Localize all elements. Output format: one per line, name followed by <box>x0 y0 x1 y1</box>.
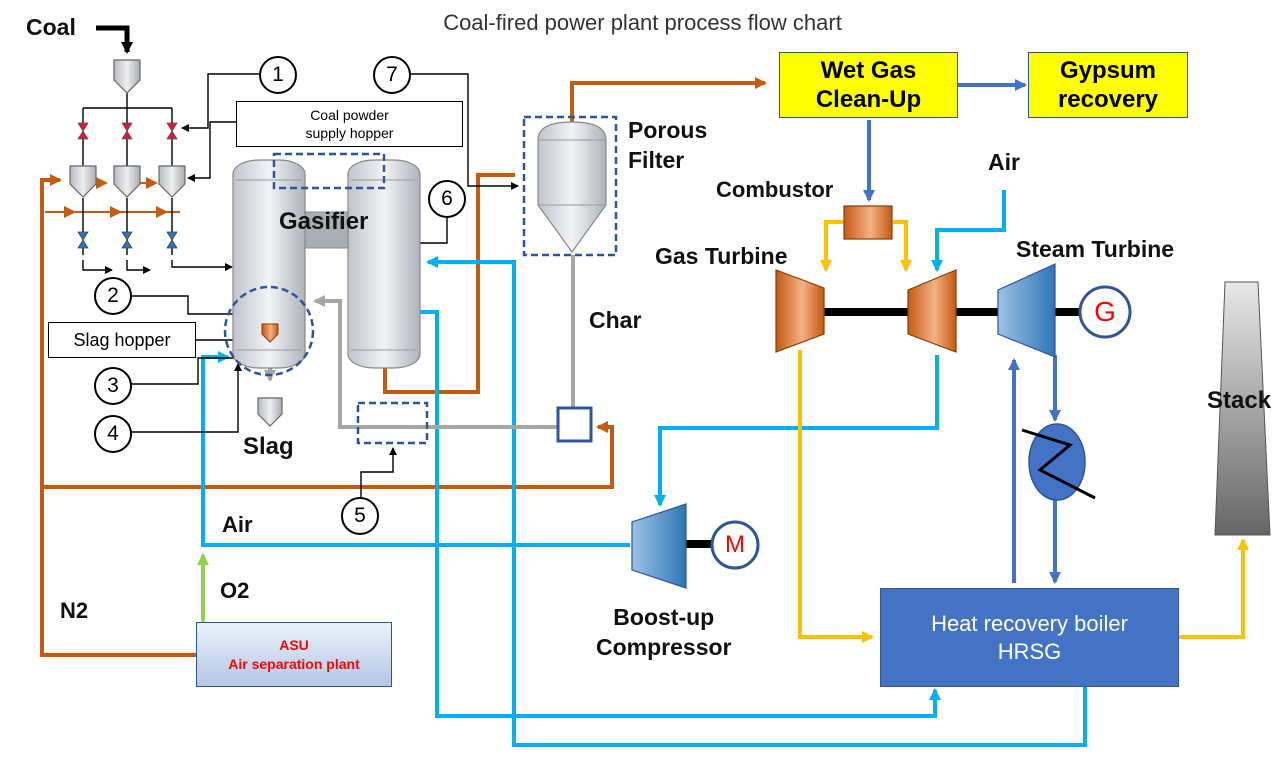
wet-gas-line1: Wet Gas <box>820 57 917 84</box>
generator-symbol: G <box>1094 296 1116 327</box>
air-label-left: Air <box>222 512 253 537</box>
gypsum-line2: recovery <box>1057 86 1159 113</box>
marker-4: 4 <box>94 415 132 453</box>
marker-6: 6 <box>428 180 466 218</box>
boost-line2: Compressor <box>596 634 732 660</box>
marker-2: 2 <box>94 277 132 315</box>
steam-turbine-label: Steam Turbine <box>1016 236 1175 262</box>
char-label: Char <box>589 307 642 333</box>
coal-label: Coal <box>26 14 76 40</box>
stack-label: Stack <box>1207 387 1272 414</box>
coal-powder-hopper-line1: Coal powder <box>310 107 389 123</box>
slag-label: Slag <box>243 433 294 460</box>
porous-filter-line1: Porous <box>628 117 708 143</box>
asu-line2: Air separation plant <box>228 655 360 672</box>
hrsg-line2: HRSG <box>997 638 1062 664</box>
boost-up-compressor-label: Boost-up Compressor <box>596 602 731 662</box>
wet-gas-line2: Clean-Up <box>815 86 922 113</box>
wet-gas-clean-up: Wet Gas Clean-Up <box>779 52 958 118</box>
motor-symbol: M <box>725 531 745 558</box>
o2-label: O2 <box>220 578 250 603</box>
coal-powder-hopper-line2: supply hopper <box>305 125 394 141</box>
marker-1: 1 <box>259 56 297 94</box>
combustor-label: Combustor <box>716 177 834 202</box>
hrsg-box: Heat recovery boiler HRSG <box>880 588 1179 687</box>
gypsum-line1: Gypsum <box>1059 57 1157 84</box>
boost-line1: Boost-up <box>613 604 715 630</box>
coal-powder-supply-hopper: Coal powder supply hopper <box>236 101 463 147</box>
n2-label: N2 <box>60 598 89 623</box>
marker-5: 5 <box>341 497 379 535</box>
slag-hopper-box: Slag hopper <box>48 322 196 358</box>
marker-3: 3 <box>94 367 132 405</box>
gas-turbine-label: Gas Turbine <box>655 243 788 269</box>
gasifier-label: Gasifier <box>279 208 369 235</box>
diagram-title: Coal-fired power plant process flow char… <box>443 10 842 35</box>
marker-7: 7 <box>373 56 411 94</box>
asu-box: ASU Air separation plant <box>196 622 392 687</box>
porous-filter-line2: Filter <box>628 147 685 173</box>
porous-filter-label: Porous Filter <box>628 115 707 175</box>
air-label-top: Air <box>988 149 1020 175</box>
slag-hopper-label: Slag hopper <box>73 329 171 350</box>
asu-line1: ASU <box>279 636 309 653</box>
gypsum-recovery: Gypsum recovery <box>1028 52 1188 118</box>
hrsg-line1: Heat recovery boiler <box>931 610 1128 636</box>
